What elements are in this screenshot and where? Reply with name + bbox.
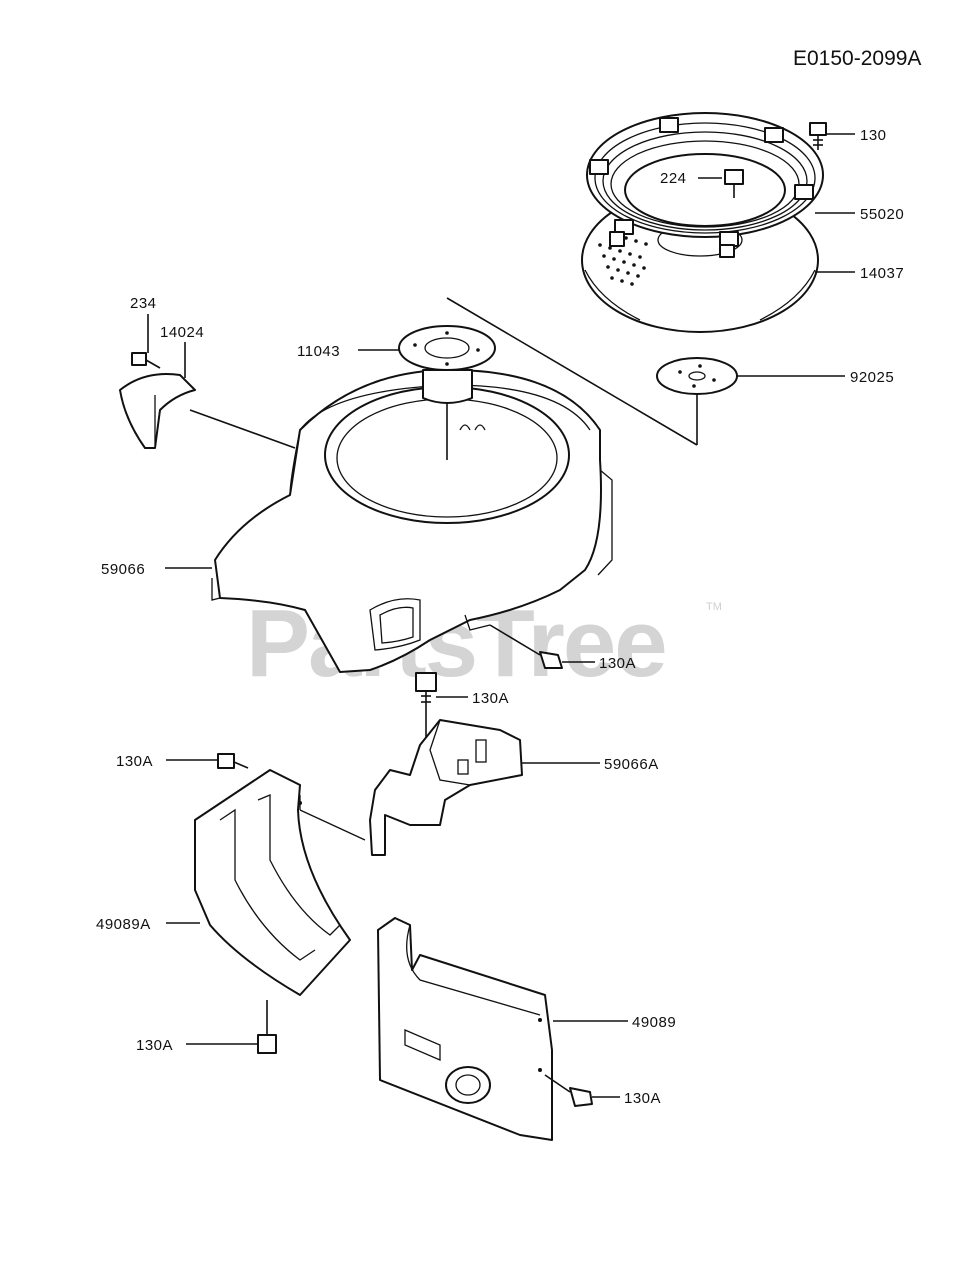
bolt-130A-housing[interactable] xyxy=(489,624,563,669)
callout-130A-right: 130A xyxy=(599,655,636,672)
callout-224: 224 xyxy=(660,170,687,187)
callout-92025: 92025 xyxy=(850,369,894,386)
callout-14037: 14037 xyxy=(860,265,904,282)
deflector-14024[interactable] xyxy=(119,373,196,449)
bolt-130A-cover[interactable] xyxy=(544,1074,593,1107)
bolt-130-top[interactable] xyxy=(809,122,827,150)
bolt-130A-shroud-top[interactable] xyxy=(217,753,249,769)
leader-deflector-to-housing xyxy=(189,409,296,449)
bolt-130A-shroud-bottom[interactable] xyxy=(257,1000,277,1054)
shroud-49089A[interactable] xyxy=(194,769,366,996)
callout-49089: 49089 xyxy=(632,1014,676,1031)
rope-guide-55020[interactable] xyxy=(586,112,824,258)
callout-234: 234 xyxy=(130,295,157,312)
starter-cup-11043[interactable] xyxy=(398,325,496,404)
bracket-59066A[interactable] xyxy=(369,719,523,856)
callout-130A-bottom-right: 130A xyxy=(624,1090,661,1107)
cover-49089[interactable] xyxy=(377,917,553,1141)
callout-130A-left: 130A xyxy=(116,753,153,770)
callout-59066: 59066 xyxy=(101,561,145,578)
callout-14024: 14024 xyxy=(160,324,204,341)
watermark-tm: TM xyxy=(706,601,722,613)
screw-224[interactable] xyxy=(724,169,744,198)
callout-11043: 11043 xyxy=(297,343,340,360)
screw-234[interactable] xyxy=(131,352,161,369)
callout-55020: 55020 xyxy=(860,206,904,223)
pulley-plate-92025[interactable] xyxy=(656,357,738,395)
callout-130A-mid: 130A xyxy=(472,690,509,707)
callout-130-top: 130 xyxy=(860,127,887,144)
alignment-line-upper xyxy=(446,297,698,446)
callout-49089A: 49089A xyxy=(96,916,151,933)
diagram-code: E0150-2099A xyxy=(793,47,921,70)
callout-59066A: 59066A xyxy=(604,756,659,773)
callout-130A-bottom-left: 130A xyxy=(136,1037,173,1054)
